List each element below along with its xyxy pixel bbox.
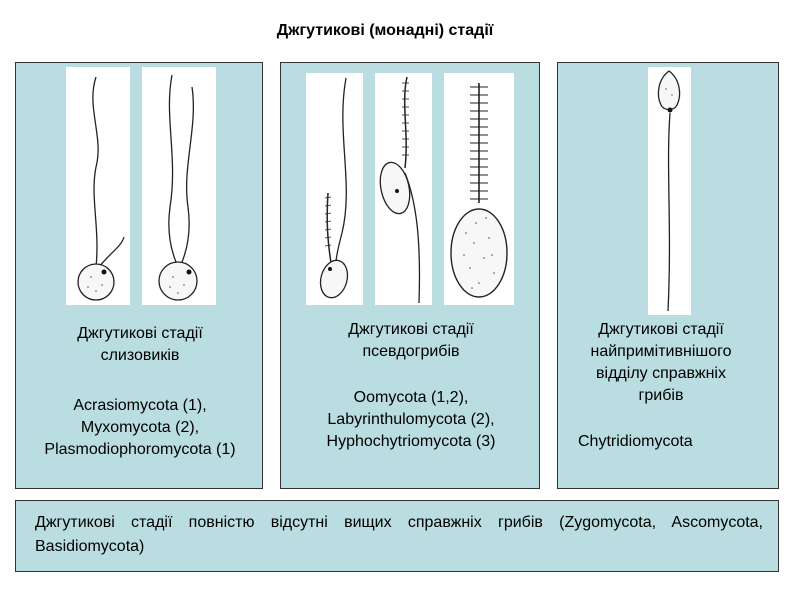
tinsel-flagellum-zoospore-drawing-icon (444, 73, 514, 305)
bottom-note: Джгутикові стадії повністю відсутні вищи… (35, 514, 763, 555)
panel-heading: Джгутикові стадії слизовиків (77, 325, 203, 364)
page-title: Джгутикові (монадні) стадії (276, 22, 494, 39)
bottom-note-box: Джгутикові стадії повністю відсутні вищи… (15, 500, 779, 572)
panel-taxa: Oomycota (1,2), Labyrinthulomycota (2), … (326, 389, 496, 450)
panel-pseudofungi: Джгутикові стадії псевдогрибів Oomycota … (280, 62, 540, 489)
panel-chytrids: Джгутикові стадії найпримітивнішого відд… (557, 62, 779, 489)
anteriorly-flagellate-zoospore-drawing-icon (375, 73, 432, 305)
panel-heading: Джгутикові стадії найпримітивнішого відд… (590, 321, 732, 404)
panel-taxa: Chytridiomycota (578, 433, 693, 450)
panel-taxa: Acrasiomycota (1), Myxomycota (2), Plasm… (44, 397, 236, 458)
heterokont-zoospore-drawing-icon (306, 73, 363, 305)
panel-slime-molds: Джгутикові стадії слизовиків Acrasiomyco… (15, 62, 263, 489)
biflagellate-cell-drawing-icon (142, 67, 216, 305)
uniflagellate-cell-drawing-icon (66, 67, 130, 305)
chytrid-zoospore-drawing-icon (648, 67, 691, 315)
panel-heading: Джгутикові стадії псевдогрибів (348, 321, 474, 360)
